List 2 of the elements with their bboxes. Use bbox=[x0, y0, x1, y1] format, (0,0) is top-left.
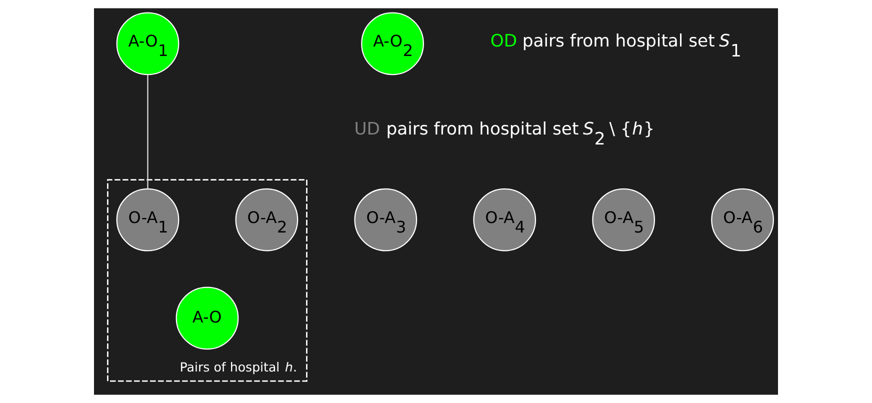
connector bbox=[147, 74, 148, 189]
node-circle: A-O bbox=[176, 286, 239, 350]
